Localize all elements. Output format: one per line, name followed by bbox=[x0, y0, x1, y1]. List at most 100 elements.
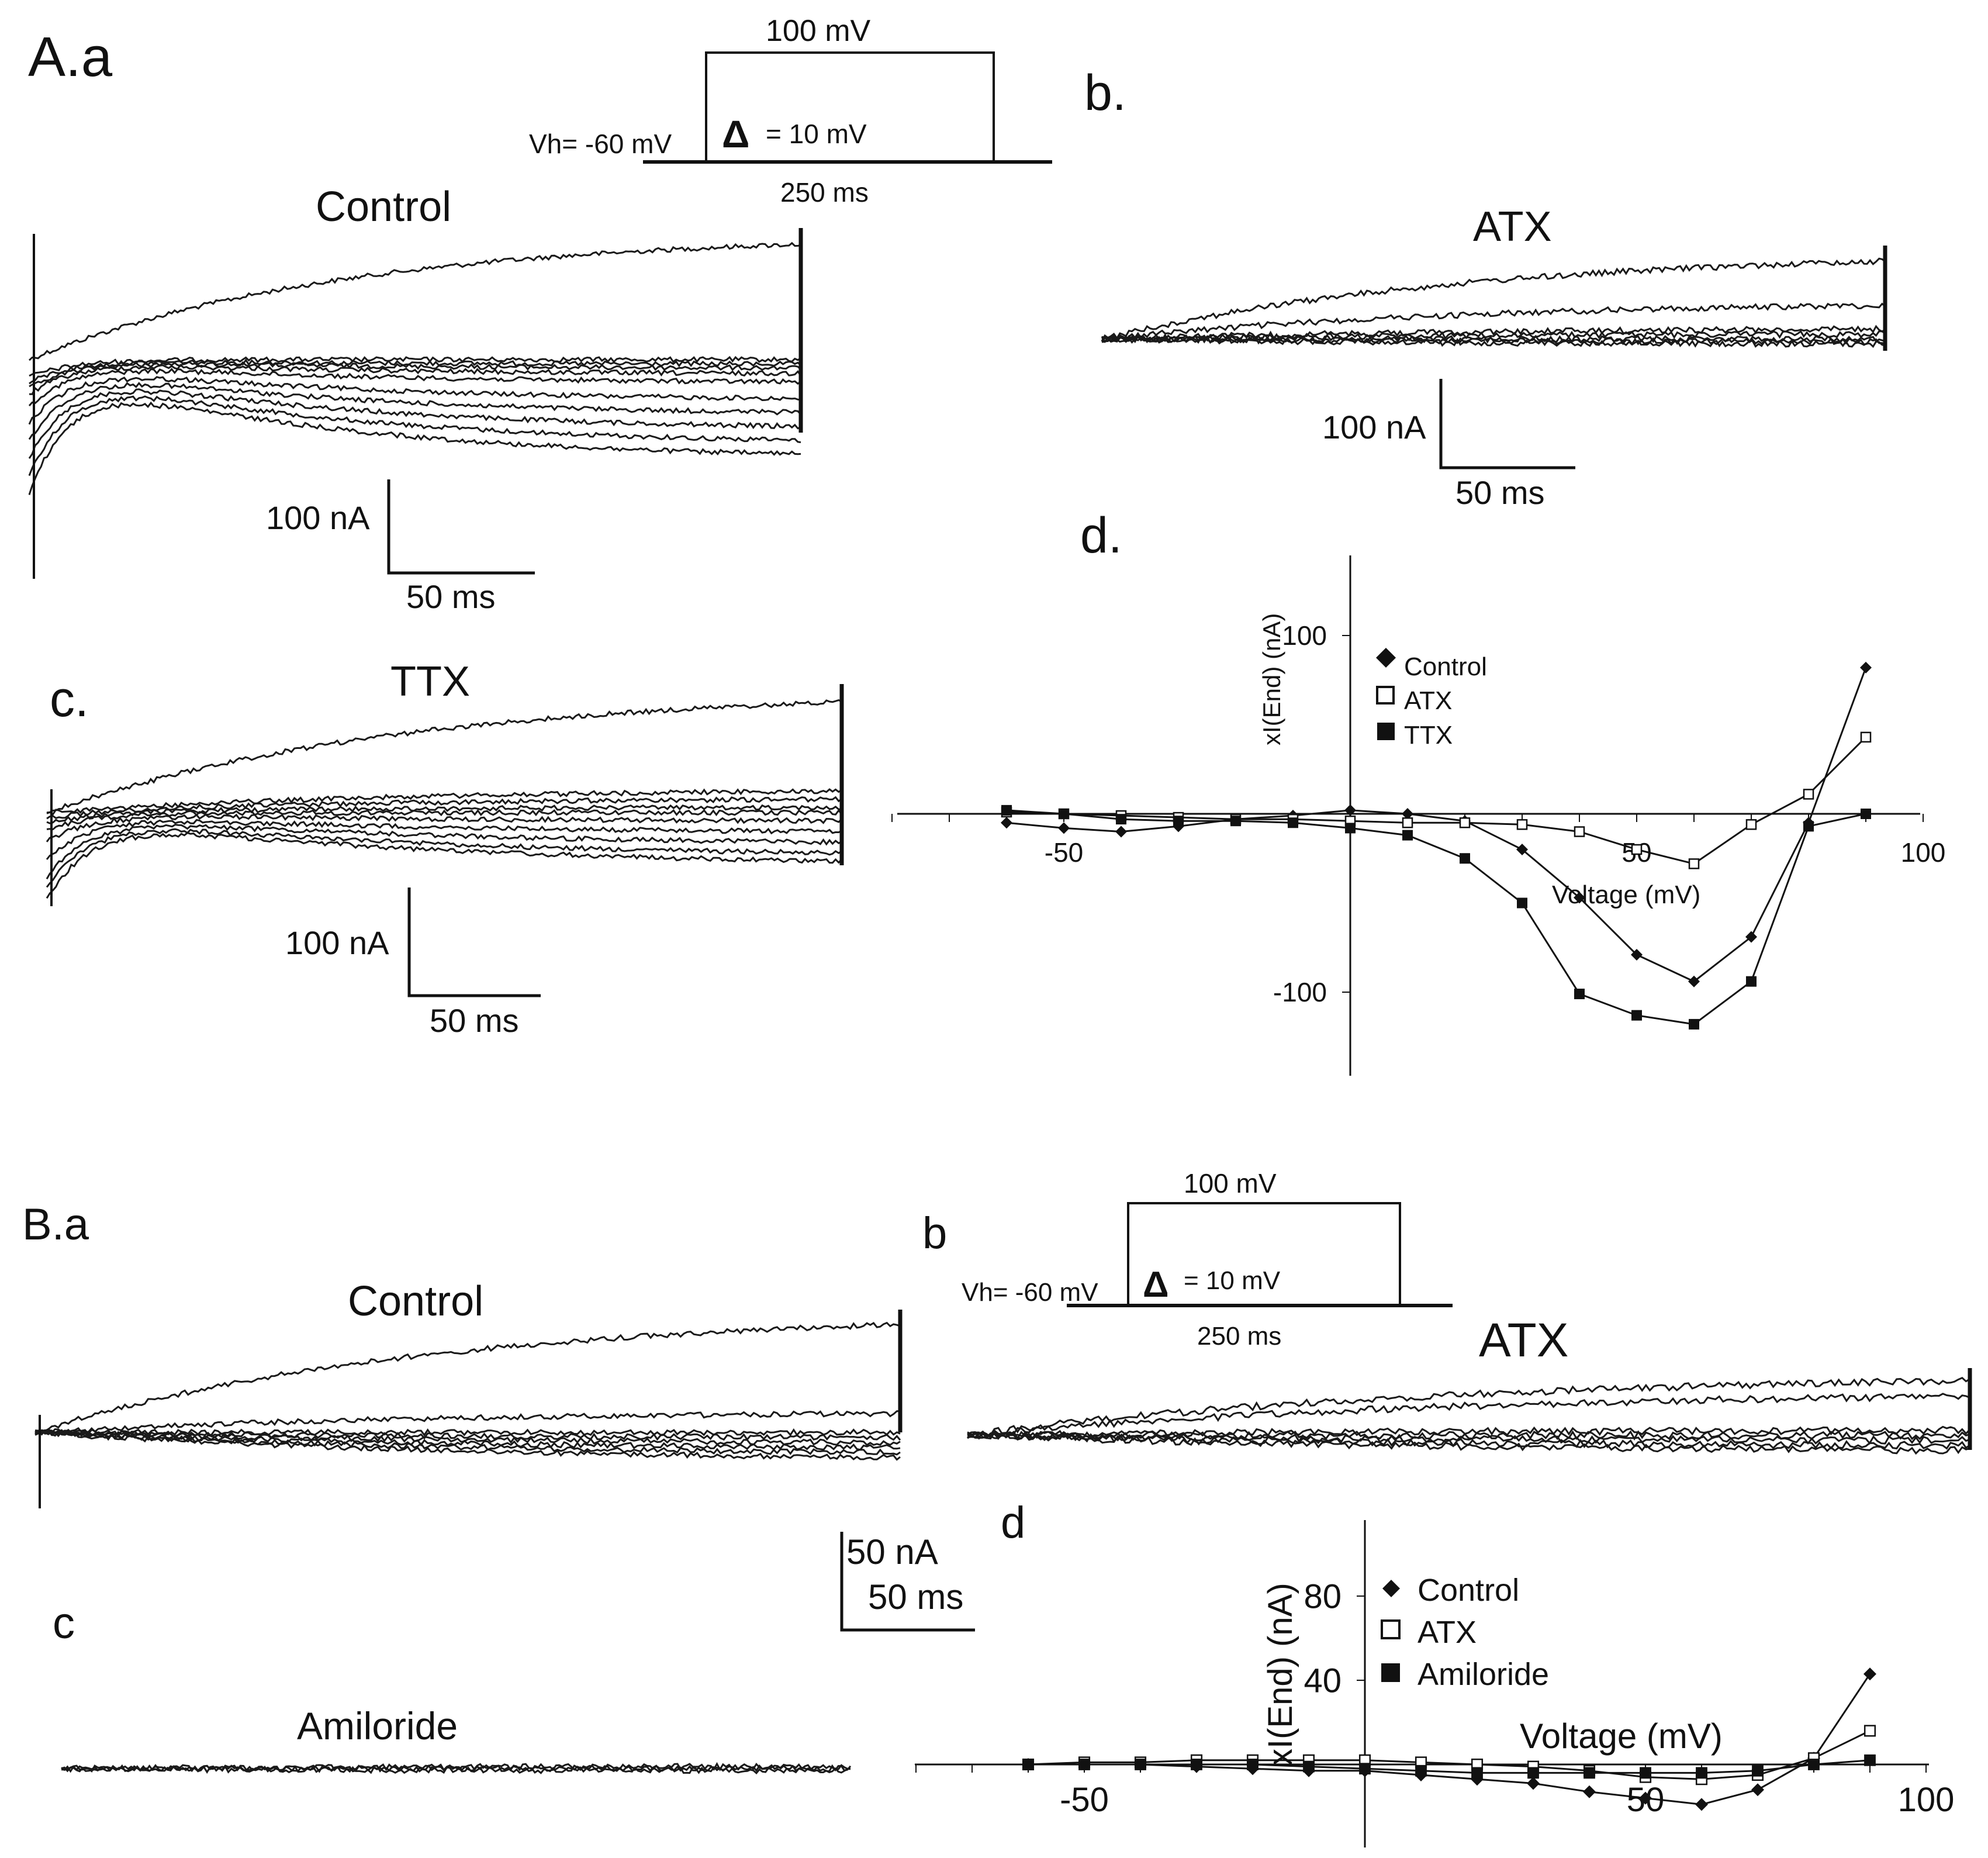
current-traces-ttx bbox=[46, 684, 844, 906]
data-point-control bbox=[1058, 822, 1070, 834]
current-trace bbox=[29, 358, 801, 385]
current-trace bbox=[1101, 335, 1886, 348]
current-trace bbox=[28, 368, 801, 407]
current-trace bbox=[28, 376, 801, 425]
current-trace bbox=[46, 788, 842, 816]
protocol-duration-label: 250 ms bbox=[780, 177, 869, 208]
current-trace bbox=[34, 1429, 901, 1446]
data-point-control bbox=[1631, 948, 1643, 961]
current-trace bbox=[28, 401, 801, 495]
data-point-ttx bbox=[1803, 821, 1814, 832]
data-point-amiloride bbox=[1247, 1759, 1259, 1770]
panel-label-b-b: b bbox=[922, 1208, 947, 1258]
data-point-amiloride bbox=[1303, 1760, 1315, 1773]
data-point-atx bbox=[1631, 844, 1643, 855]
current-trace bbox=[967, 1377, 1970, 1439]
current-trace bbox=[46, 796, 842, 820]
scalebar-current-label: 50 nA bbox=[846, 1532, 938, 1572]
legend-label-control: Control bbox=[1404, 652, 1487, 681]
panel-label-b-a: B.a bbox=[22, 1200, 89, 1249]
data-point-control bbox=[1639, 1791, 1652, 1805]
x-tick-label: -50 bbox=[1060, 1781, 1109, 1819]
data-point-amiloride bbox=[1471, 1767, 1483, 1779]
data-point-ttx bbox=[1402, 830, 1413, 841]
current-trace bbox=[967, 1393, 1970, 1439]
data-point-amiloride bbox=[1191, 1759, 1202, 1770]
current-trace bbox=[46, 831, 843, 899]
current-trace bbox=[1101, 334, 1886, 344]
scalebar-time-label: 50 ms bbox=[868, 1577, 963, 1617]
protocol-holding-label: Vh= -60 mV bbox=[962, 1278, 1098, 1307]
protocol-diagram-b bbox=[1067, 1202, 1453, 1307]
data-point-ttx bbox=[1460, 853, 1470, 864]
scalebar-time-label: 50 ms bbox=[406, 578, 496, 615]
data-point-control bbox=[1402, 808, 1413, 820]
data-point-amiloride bbox=[1752, 1764, 1764, 1777]
trace-title-control: Control bbox=[348, 1278, 483, 1325]
current-trace bbox=[28, 382, 802, 440]
trace-title-amiloride: Amiloride bbox=[297, 1704, 458, 1748]
data-point-atx bbox=[1745, 819, 1757, 830]
data-point-control bbox=[1574, 892, 1585, 904]
scalebar-current-label: 100 nA bbox=[285, 924, 389, 961]
data-point-control bbox=[1527, 1777, 1540, 1790]
protocol-increment-label: = 10 mV bbox=[766, 119, 867, 149]
current-trace bbox=[46, 809, 843, 831]
legend-marker-control bbox=[1376, 648, 1396, 668]
scalebar-a-c bbox=[407, 887, 541, 997]
legend-label-atx: ATX bbox=[1404, 686, 1452, 715]
panel-label-a-d: d. bbox=[1080, 507, 1122, 564]
iv-chart-a: -5050100100-100 bbox=[891, 555, 1945, 1076]
data-point-atx bbox=[1863, 1725, 1876, 1737]
data-point-atx bbox=[1459, 817, 1471, 828]
protocol-duration-label: 250 ms bbox=[1197, 1322, 1281, 1351]
scalebar-current-label: 100 nA bbox=[1322, 409, 1426, 445]
data-point-control bbox=[1001, 817, 1012, 829]
current-traces-atx-b bbox=[967, 1368, 1972, 1455]
data-point-amiloride bbox=[1415, 1764, 1427, 1777]
current-trace bbox=[29, 364, 802, 395]
x-tick-label: 100 bbox=[1898, 1781, 1955, 1819]
trace-title-atx: ATX bbox=[1473, 203, 1552, 250]
data-point-atx bbox=[1574, 826, 1585, 837]
current-trace bbox=[967, 1425, 1971, 1440]
data-point-atx bbox=[1402, 817, 1413, 828]
data-point-ttx bbox=[1173, 816, 1184, 827]
series-line-control bbox=[1028, 1673, 1871, 1805]
data-point-atx bbox=[1803, 789, 1814, 800]
delta-symbol: Δ bbox=[1143, 1265, 1169, 1305]
legend-label-amiloride: Amiloride bbox=[1417, 1657, 1549, 1692]
x-axis-label: Voltage (mV) bbox=[1552, 880, 1700, 909]
data-point-ttx bbox=[1116, 814, 1126, 825]
protocol-holding-label: Vh= -60 mV bbox=[529, 129, 672, 159]
current-trace bbox=[34, 1429, 901, 1456]
x-tick-label: -50 bbox=[1045, 837, 1083, 868]
legend-b: Control ATX Amiloride bbox=[1381, 1573, 1549, 1692]
protocol-diagram-a bbox=[643, 51, 1052, 164]
data-point-ttx bbox=[1230, 816, 1241, 827]
data-point-ttx bbox=[1517, 897, 1527, 909]
legend-label-atx: ATX bbox=[1417, 1615, 1477, 1650]
panel-label-b-d: d bbox=[1001, 1498, 1025, 1548]
scalebar-time-label: 50 ms bbox=[1455, 474, 1545, 511]
data-point-ttx bbox=[1288, 817, 1298, 828]
legend-label-ttx: TTX bbox=[1404, 721, 1453, 750]
panel-label-a-b: b. bbox=[1084, 65, 1126, 121]
data-point-atx bbox=[1516, 819, 1528, 830]
data-point-amiloride bbox=[1864, 1754, 1876, 1766]
data-point-atx bbox=[1688, 858, 1700, 869]
current-trace bbox=[28, 241, 801, 361]
trace-title-control: Control bbox=[316, 184, 451, 230]
legend-marker-atx bbox=[1376, 686, 1395, 704]
data-point-control bbox=[1863, 1667, 1876, 1681]
current-traces-control-b bbox=[34, 1310, 903, 1508]
data-point-ttx bbox=[1631, 1010, 1642, 1021]
data-point-ttx bbox=[1574, 989, 1585, 1000]
data-point-amiloride bbox=[1078, 1759, 1090, 1770]
y-tick-label: 40 bbox=[1304, 1662, 1342, 1700]
scalebar-b bbox=[840, 1532, 975, 1632]
data-point-control bbox=[1583, 1785, 1596, 1798]
trace-title-ttx: TTX bbox=[390, 658, 470, 705]
legend-a: Control ATX TTX bbox=[1376, 648, 1487, 750]
